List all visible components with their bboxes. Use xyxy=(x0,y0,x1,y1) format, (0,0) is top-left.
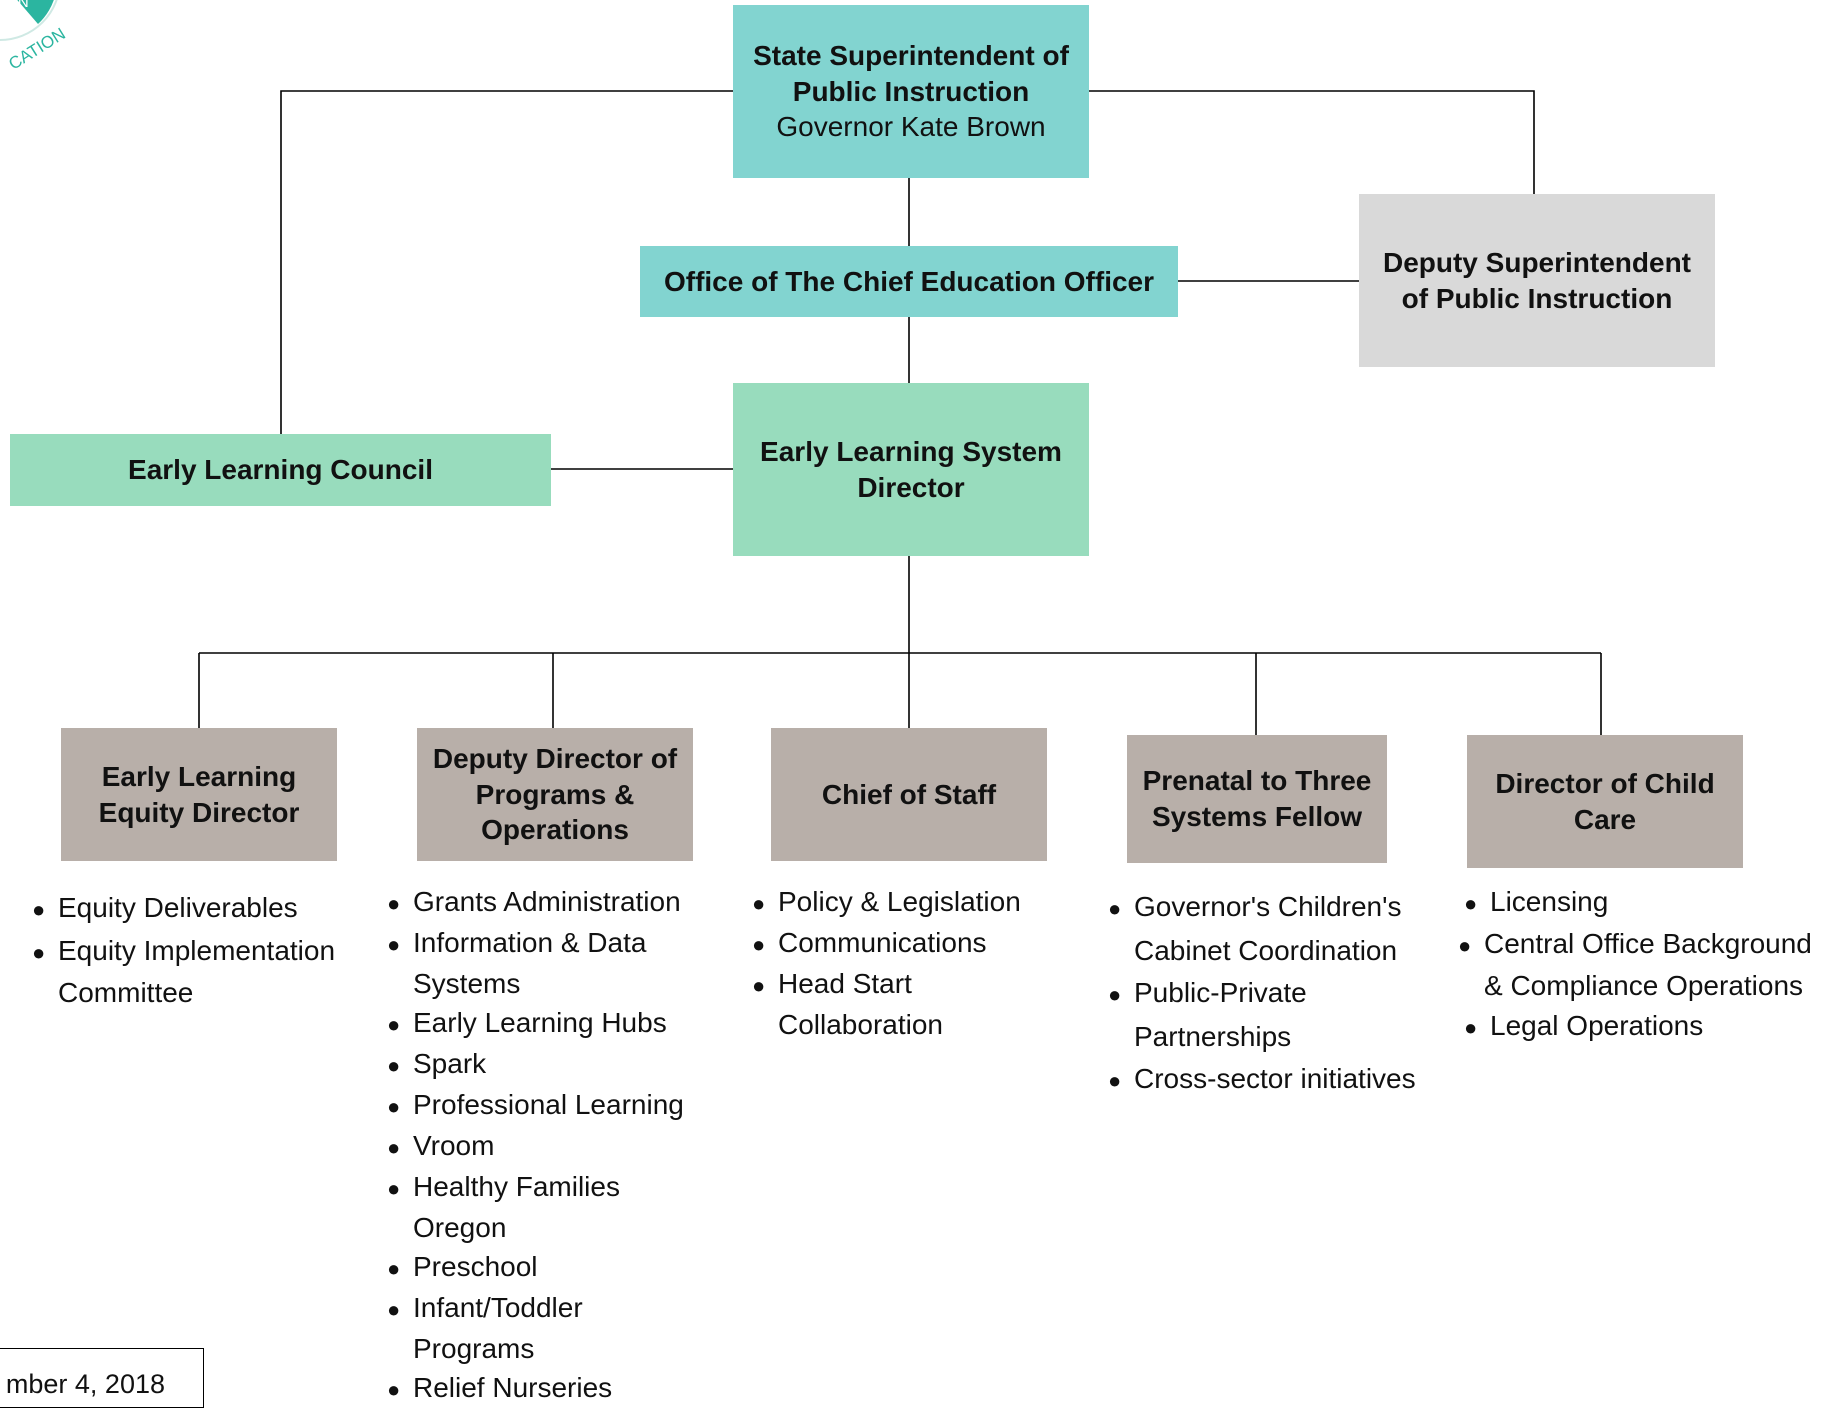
list-item: Central Office Background & Compliance O… xyxy=(1464,924,1836,1006)
division-box-prenatal-fellow: Prenatal to Three Systems Fellow xyxy=(1127,735,1387,863)
division-title-deputy-director: Deputy Director of Programs & Operations xyxy=(432,742,678,846)
deputy-superintendent-box: Deputy Superintendent of Public Instruct… xyxy=(1359,194,1715,367)
list-item: Governor's Children's Cabinet Coordinati… xyxy=(1108,886,1434,972)
superintendent-name: Governor Kate Brown xyxy=(776,111,1046,143)
logo-text-top: ION xyxy=(2,0,29,11)
list-item: Relief Nurseries xyxy=(387,1368,707,1409)
connector-superintendent-council xyxy=(280,90,733,436)
division-list-equity-director: Equity Deliverables Equity Implementatio… xyxy=(32,886,367,1013)
deputy-superintendent-title: Deputy Superintendent of Public Instruct… xyxy=(1382,246,1691,314)
list-item: Early Learning Hubs xyxy=(387,1003,707,1044)
list-item: Grants Administration xyxy=(387,882,707,923)
logo-text: CATION xyxy=(5,24,68,70)
list-item: Communications xyxy=(752,923,1062,964)
list-item: Professional Learning xyxy=(387,1085,707,1126)
superintendent-box: State Superintendent of Public Instructi… xyxy=(733,5,1089,178)
agency-logo: ION CATION xyxy=(0,0,69,70)
division-title-equity-director: Early Learning Equity Director xyxy=(98,760,300,828)
list-item: Policy & Legislation xyxy=(752,882,1062,923)
division-title-prenatal-fellow: Prenatal to Three Systems Fellow xyxy=(1142,765,1372,832)
connector-superintendent-deputy xyxy=(1089,90,1535,194)
list-item: Spark xyxy=(387,1044,707,1085)
list-item: Preschool xyxy=(387,1247,707,1288)
early-learning-council-box: Early Learning Council xyxy=(10,434,551,506)
division-list-chief-of-staff: Policy & Legislation Communications Head… xyxy=(752,882,1062,1044)
superintendent-title: State Superintendent of Public Instructi… xyxy=(753,39,1069,107)
division-box-equity-director: Early Learning Equity Director xyxy=(61,728,337,861)
chief-education-officer-box: Office of The Chief Education Officer xyxy=(640,246,1178,317)
division-list-prenatal-fellow: Governor's Children's Cabinet Coordinati… xyxy=(1108,886,1428,1102)
early-learning-system-director-box: Early Learning System Director xyxy=(733,383,1089,556)
division-box-chief-of-staff: Chief of Staff xyxy=(771,728,1047,861)
division-box-deputy-director: Deputy Director of Programs & Operations xyxy=(417,728,693,861)
division-list-deputy-director: Grants Administration Information & Data… xyxy=(387,882,707,1409)
list-item: Equity Implementation Committee xyxy=(32,931,367,1013)
list-item: Public-Private Partnerships xyxy=(1108,972,1364,1058)
early-learning-council-title: Early Learning Council xyxy=(128,454,433,486)
chief-education-officer-title: Office of The Chief Education Officer xyxy=(663,265,1155,297)
early-learning-system-director-title: Early Learning System Director xyxy=(760,435,1062,503)
list-item: Healthy Families Oregon xyxy=(387,1167,707,1247)
list-item: Head Start Collaboration xyxy=(752,964,988,1044)
date-label: mber 4, 2018 xyxy=(0,1348,204,1408)
division-box-child-care: Director of Child Care xyxy=(1467,735,1743,868)
division-title-chief-of-staff: Chief of Staff xyxy=(821,778,997,810)
list-item: Equity Deliverables xyxy=(32,886,367,931)
division-list-child-care: Licensing Central Office Background & Co… xyxy=(1464,882,1836,1048)
list-item: Cross-sector initiatives xyxy=(1108,1058,1428,1102)
list-item: Vroom xyxy=(387,1126,707,1167)
list-item: Infant/Toddler Programs xyxy=(387,1288,707,1368)
division-title-child-care: Director of Child Care xyxy=(1495,767,1715,835)
list-item: Licensing xyxy=(1464,882,1836,924)
list-item: Information & Data Systems xyxy=(387,923,707,1003)
list-item: Legal Operations xyxy=(1464,1006,1836,1048)
